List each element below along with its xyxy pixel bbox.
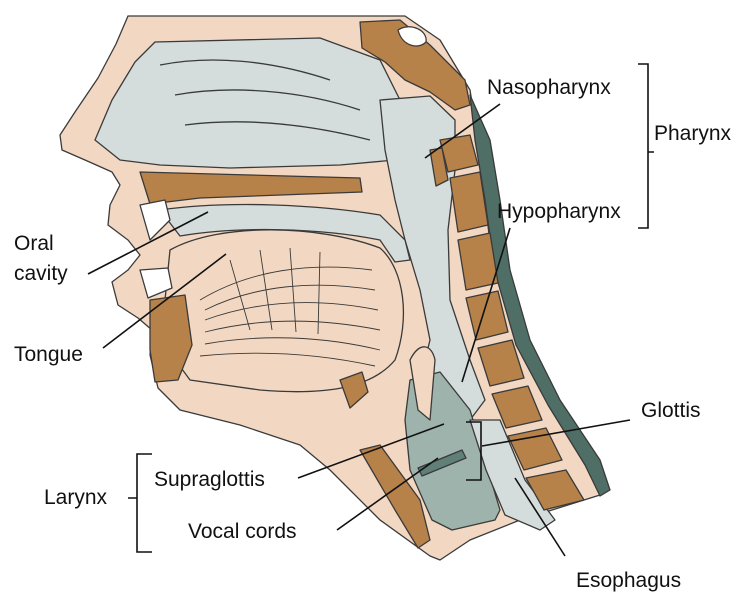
bracket-pharynx [638, 63, 654, 229]
label-cavity: cavity [14, 262, 68, 285]
hard-palate [139, 171, 363, 205]
leader-glottis [481, 419, 631, 447]
label-larynx: Larynx [44, 486, 108, 509]
label-nasopharynx: Nasopharynx [487, 76, 611, 99]
leader-vocal-cords [336, 457, 439, 531]
label-glottis: Glottis [641, 399, 701, 422]
bracket-larynx [128, 453, 152, 553]
sphenoid-sinus [397, 26, 427, 47]
leader-esophagus [514, 477, 566, 557]
nasal-cavity [94, 37, 411, 169]
label-pharynx: Pharynx [654, 122, 732, 145]
label-oral: Oral [14, 232, 54, 255]
vocal-cord [417, 449, 467, 477]
hyoid-bone [339, 371, 369, 409]
label-supraglottis: Supraglottis [154, 468, 265, 491]
turbinate-2 [174, 89, 361, 111]
epiglottis [409, 346, 436, 421]
leader-tongue [102, 253, 227, 349]
leader-supraglottis [297, 423, 445, 479]
leader-nasopharynx [424, 103, 501, 159]
mandible [149, 294, 193, 383]
turbinate-3 [184, 121, 371, 141]
lower-teeth [139, 267, 173, 299]
leader-oral-cavity [87, 211, 209, 275]
thyroid-cartilage [359, 444, 431, 549]
tongue-muscle-fibers [199, 247, 381, 367]
label-vocal-cords: Vocal cords [188, 520, 297, 543]
label-tongue: Tongue [14, 343, 83, 366]
turbinate-1 [159, 59, 331, 81]
upper-teeth [139, 199, 171, 241]
label-esophagus: Esophagus [576, 569, 682, 592]
esophagus-tube [469, 419, 556, 531]
label-hypopharynx: Hypopharynx [497, 200, 621, 223]
tongue-body [164, 229, 404, 393]
oral-cavity-space [159, 203, 411, 263]
leader-hypopharynx [461, 227, 511, 383]
bracket-glottis [466, 421, 482, 481]
